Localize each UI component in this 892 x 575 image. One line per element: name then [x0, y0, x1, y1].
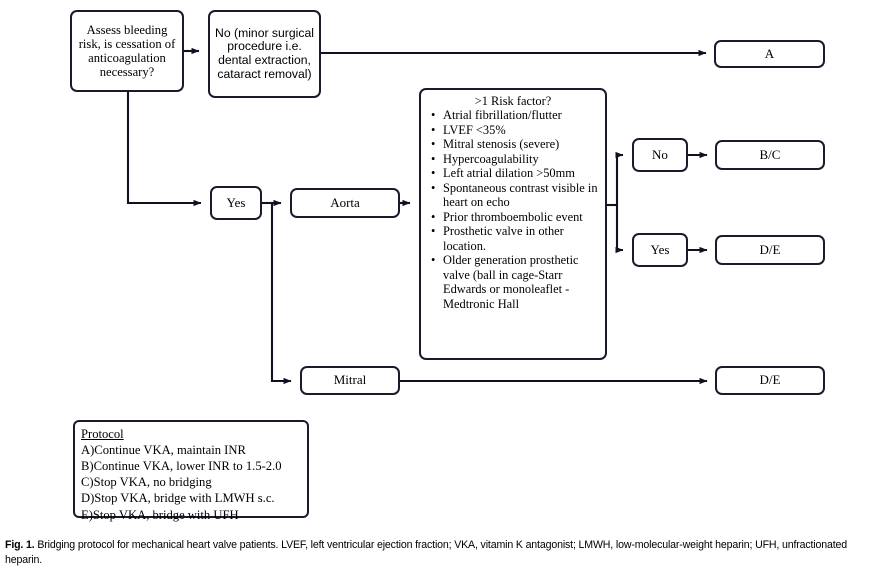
list-item: Prior thromboembolic event: [431, 210, 600, 225]
edge-risk-to-no-branch: [615, 151, 624, 205]
node-yes-cessation[interactable]: Yes: [210, 186, 262, 220]
node-branch-yes[interactable]: Yes: [632, 233, 688, 267]
protocol-legend-line: D)Stop VKA, bridge with LMWH s.c.: [81, 491, 275, 506]
edge-assess-to-yes: [126, 92, 202, 207]
node-outcome-a[interactable]: A: [714, 40, 825, 68]
protocol-legend-title: Protocol: [81, 427, 124, 441]
protocol-legend-line: E)Stop VKA, bridge with UFH: [81, 507, 239, 522]
node-outcome-de-bottom-label: D/E: [759, 372, 781, 388]
node-outcome-bc-label: B/C: [759, 146, 781, 162]
node-branch-no[interactable]: No: [632, 138, 688, 172]
node-aorta[interactable]: Aorta: [290, 188, 400, 218]
node-risk-factors[interactable]: >1 Risk factor? Atrial fibrillation/flut…: [419, 88, 607, 360]
list-item: Left atrial dilation >50mm: [431, 166, 600, 181]
list-item: Older generation prosthetic valve (ball …: [431, 253, 600, 311]
node-outcome-bc[interactable]: B/C: [715, 140, 825, 170]
protocol-legend-line: A)Continue VKA, maintain INR: [81, 443, 246, 458]
list-item: Prosthetic valve in other location.: [431, 224, 600, 253]
node-mitral-label: Mitral: [333, 372, 367, 388]
list-item: Mitral stenosis (severe): [431, 137, 600, 152]
node-outcome-de-right[interactable]: D/E: [715, 235, 825, 265]
protocol-legend: Protocol A)Continue VKA, maintain INR B)…: [73, 420, 309, 522]
list-item: Spontaneous contrast visible in heart on…: [431, 181, 600, 210]
node-outcome-a-label: A: [764, 45, 775, 61]
list-item: Atrial fibrillation/flutter: [431, 108, 600, 123]
node-branch-yes-label: Yes: [650, 241, 670, 257]
protocol-legend-line: C)Stop VKA, no bridging: [81, 475, 212, 490]
list-item: LVEF <35%: [431, 123, 600, 138]
figure-caption: Fig. 1. Bridging protocol for mechanical…: [5, 538, 885, 568]
node-branch-no-label: No: [652, 146, 668, 162]
node-assess-bleeding-risk[interactable]: Assess bleeding risk, is cessation of an…: [70, 10, 184, 92]
protocol-legend-line: B)Continue VKA, lower INR to 1.5-2.0: [81, 459, 282, 474]
figure-caption-label: Fig. 1.: [5, 539, 35, 551]
node-yes-left-label: Yes: [226, 194, 246, 210]
edge-risk-to-yes-branch: [615, 205, 624, 254]
figure-caption-text: Bridging protocol for mechanical heart v…: [5, 539, 848, 567]
node-assess-label: Assess bleeding risk, is cessation of an…: [78, 22, 176, 80]
edge-split-to-mitral: [270, 203, 292, 385]
node-outcome-de-right-label: D/E: [759, 241, 781, 257]
risk-factors-list: Atrial fibrillation/flutter LVEF <35% Mi…: [426, 108, 600, 311]
node-mitral[interactable]: Mitral: [300, 366, 400, 395]
node-outcome-de-bottom[interactable]: D/E: [715, 366, 825, 395]
node-no-minor-surgical-procedure[interactable]: No (minor surgical procedure i.e. dental…: [208, 10, 321, 98]
node-no-top-label: No (minor surgical procedure i.e. dental…: [215, 25, 314, 81]
list-item: Hypercoagulability: [431, 152, 600, 167]
node-aorta-label: Aorta: [330, 194, 360, 210]
risk-factors-title: >1 Risk factor?: [474, 94, 552, 108]
